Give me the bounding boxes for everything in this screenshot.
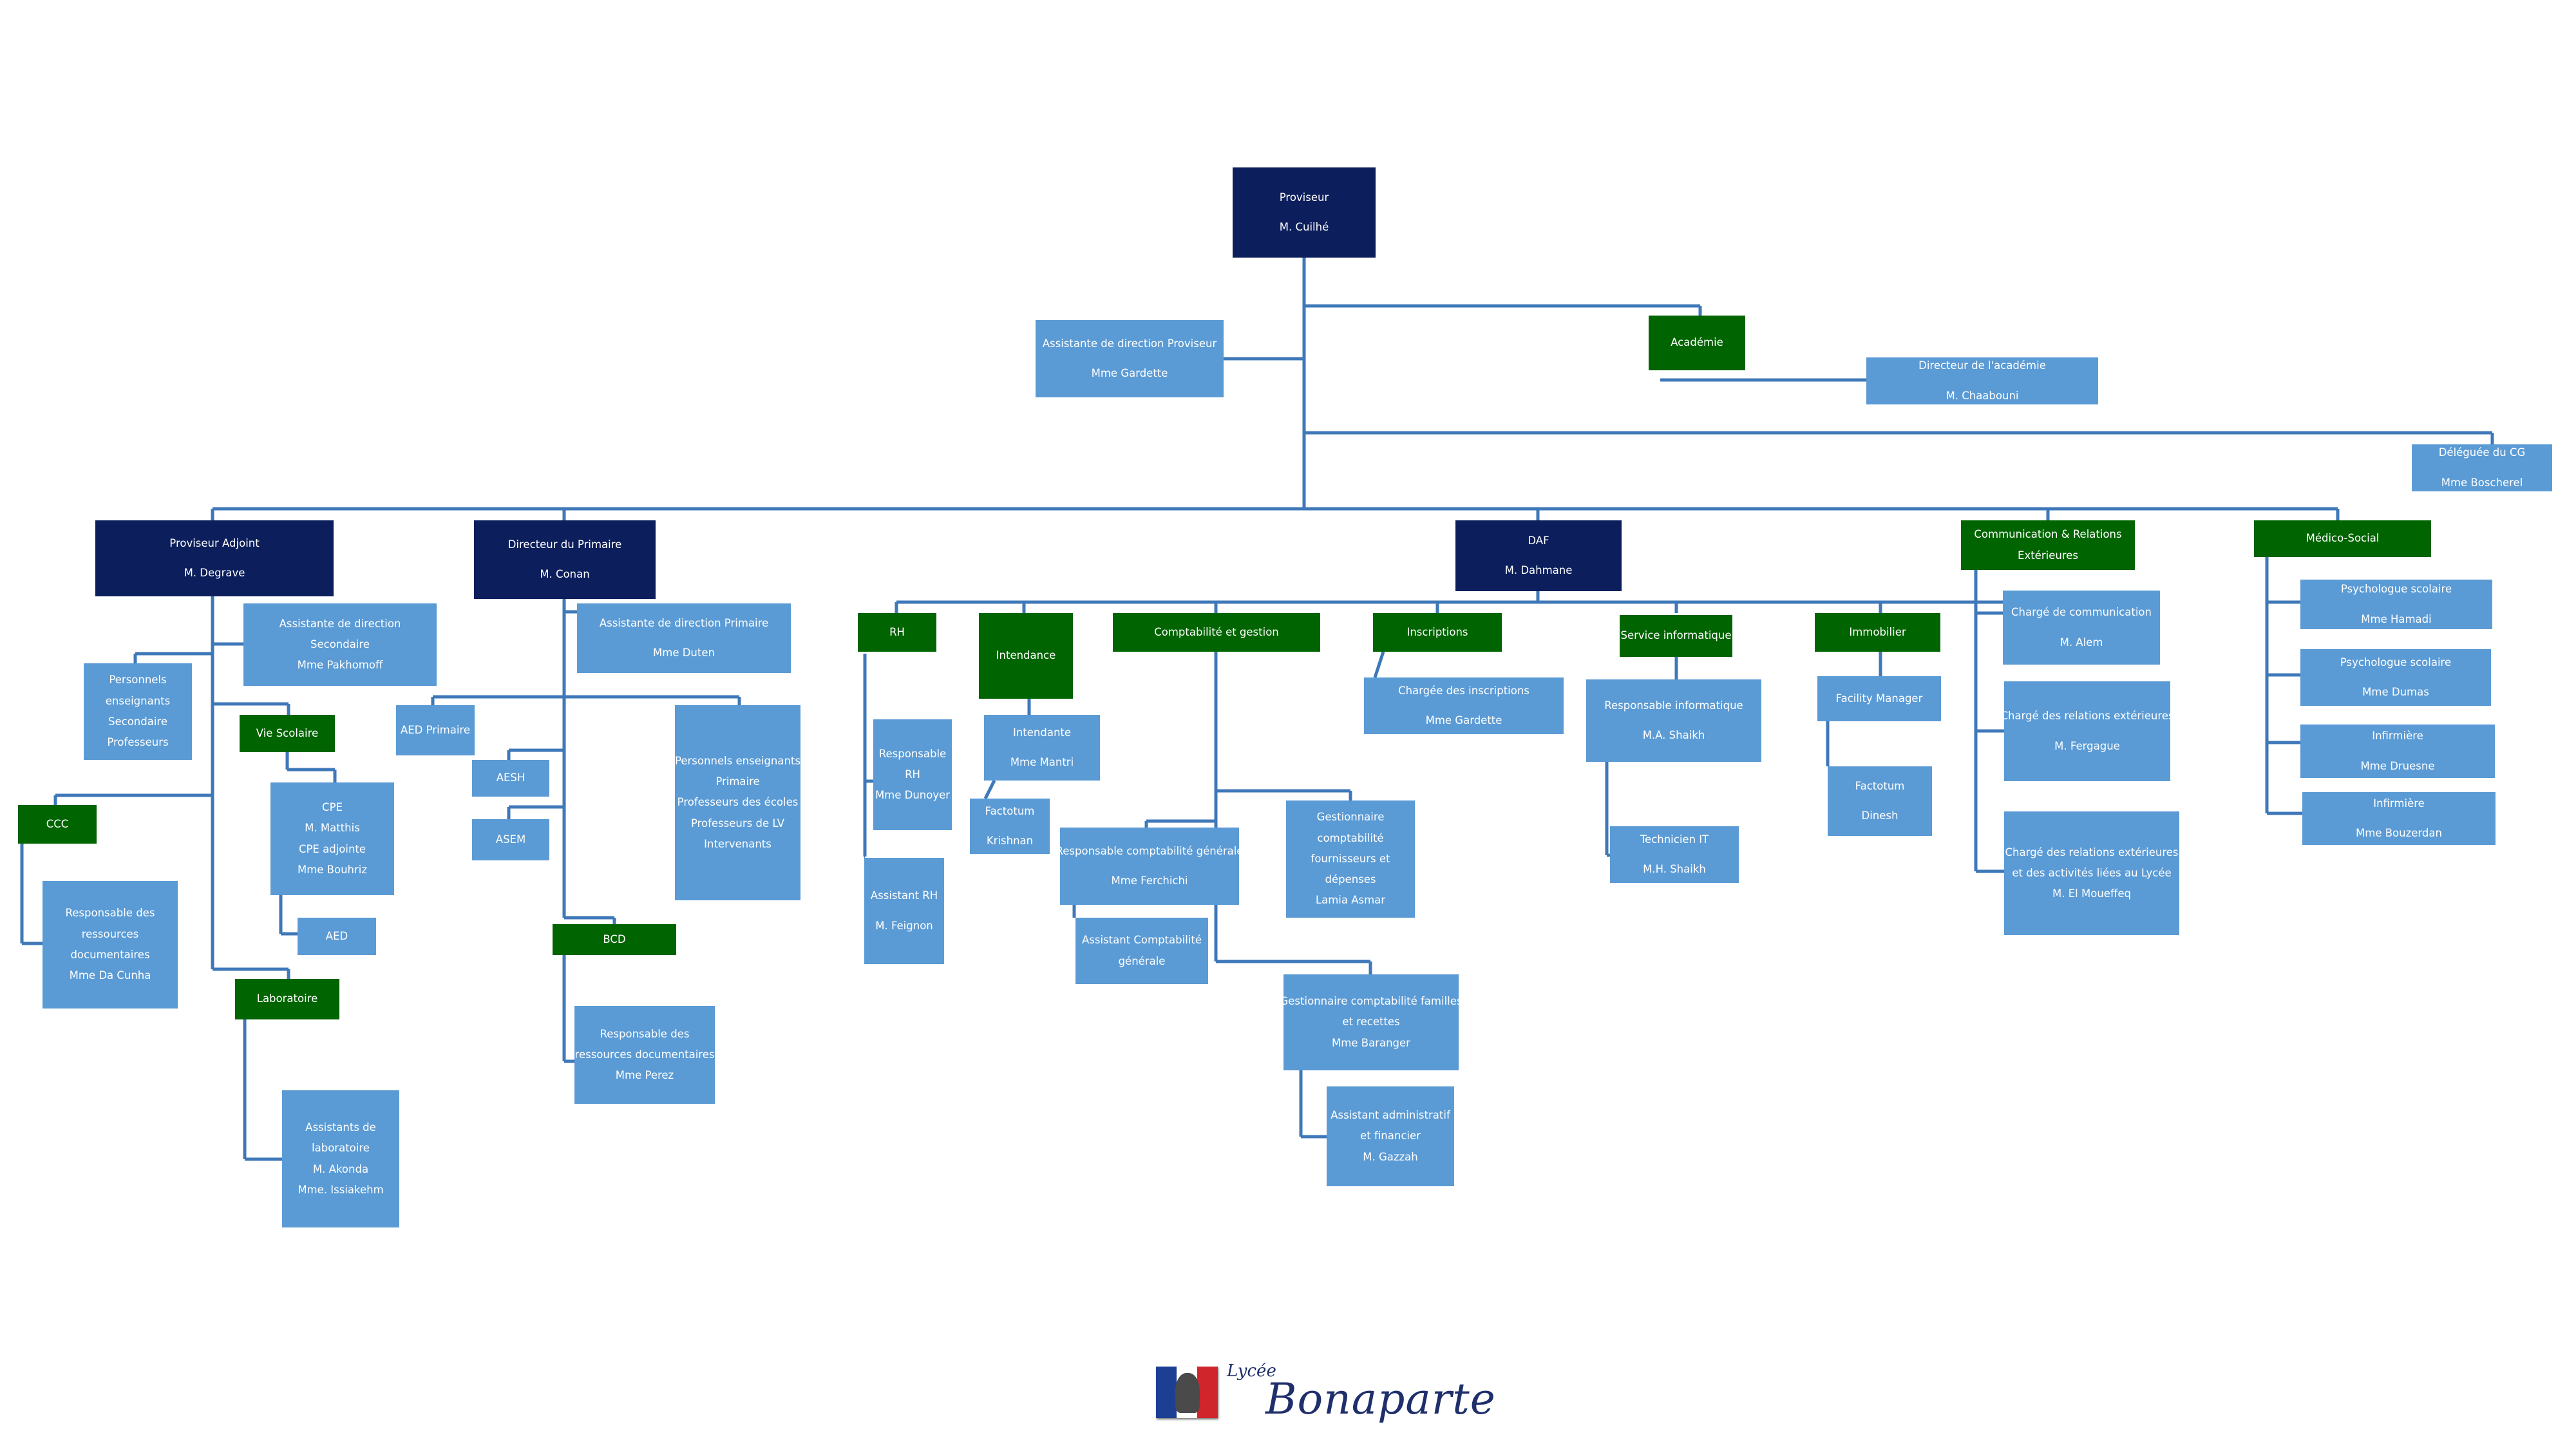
node-inscriptions: Inscriptions [1373, 613, 1502, 652]
bonaparte-bust-icon [1175, 1373, 1200, 1413]
node-aesh: AESH [472, 760, 549, 797]
lycee-bonaparte-logo: Lycée Bonaparte [1156, 1358, 1495, 1428]
node-asem: ASEM [472, 819, 549, 860]
logo-name-text: Bonaparte [1265, 1374, 1496, 1424]
node-aed: AED [298, 918, 376, 955]
node-aed-primaire: AED Primaire [396, 705, 475, 755]
node-vie-scolaire: Vie Scolaire [240, 715, 335, 752]
node-immobilier: Immobilier [1815, 613, 1940, 652]
node-facility-manager: Facility Manager [1817, 676, 1941, 721]
node-rh: RH [858, 613, 936, 652]
node-intendance: Intendance [979, 613, 1073, 699]
node-bcd: BCD [553, 924, 676, 955]
node-medico-social: Médico-Social [2254, 520, 2431, 557]
node-laboratoire: Laboratoire [235, 979, 339, 1019]
node-academie: Académie [1649, 316, 1745, 370]
node-service-info: Service informatique [1620, 615, 1732, 657]
logo-lycee-text: Lycée [1227, 1361, 1276, 1381]
node-ccc: CCC [18, 805, 97, 844]
node-comptabilite: Comptabilité et gestion [1113, 613, 1320, 652]
